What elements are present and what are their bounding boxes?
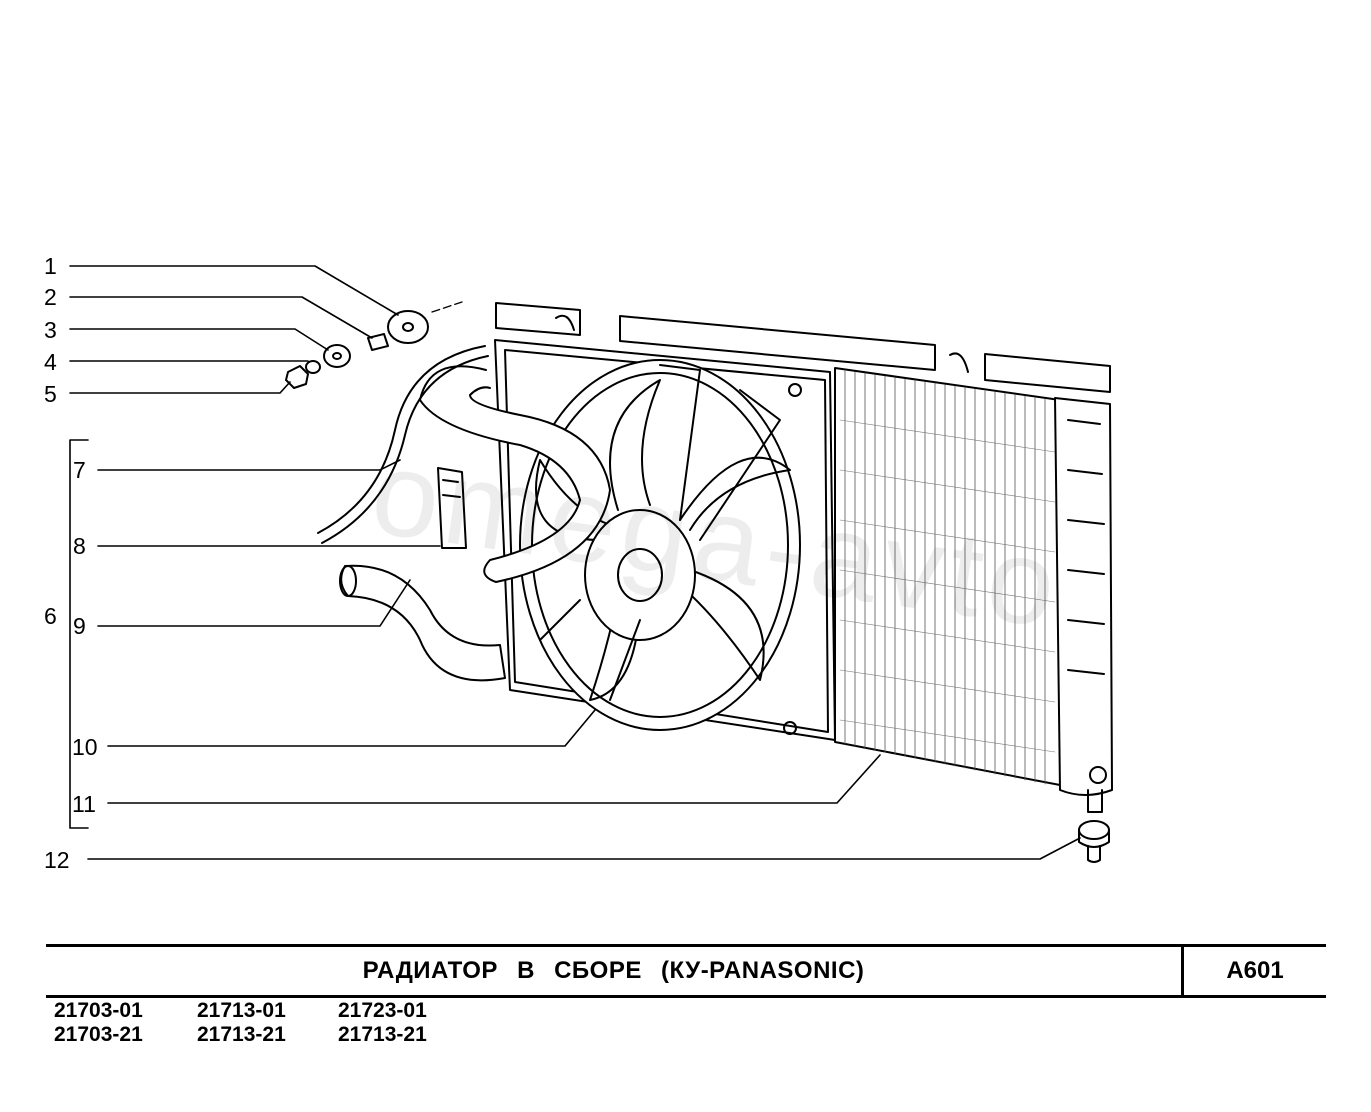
callout-1: 1 bbox=[44, 253, 57, 279]
fastener-set bbox=[285, 301, 463, 389]
bottom-mount-bushing bbox=[1078, 820, 1110, 863]
callout-5: 5 bbox=[44, 381, 57, 407]
model-codes: 21703-01 21713-01 21723-01 21703-21 2171… bbox=[54, 998, 534, 1052]
radiator-core bbox=[834, 367, 1061, 786]
lower-hose bbox=[339, 564, 506, 682]
callout-9: 9 bbox=[73, 613, 86, 639]
breather-tube bbox=[317, 345, 489, 544]
model-code: 21713-21 bbox=[338, 1023, 427, 1046]
callout-labels: 1 2 3 4 5 6 7 8 9 10 11 12 bbox=[44, 253, 98, 873]
title-block: РАДИАТОР В СБОРЕ (КУ-PANASONIC) A601 bbox=[46, 944, 1326, 998]
model-code: 21713-01 bbox=[197, 999, 286, 1022]
radiator-assembly-drawing: 1 2 3 4 5 6 7 8 9 10 11 12 bbox=[44, 253, 1113, 873]
radiator-side-tank bbox=[1054, 397, 1113, 813]
callout-6: 6 bbox=[44, 603, 57, 629]
callout-12: 12 bbox=[44, 847, 70, 873]
callout-10: 10 bbox=[72, 734, 98, 760]
title-divider bbox=[1181, 947, 1184, 995]
callout-8: 8 bbox=[73, 533, 86, 559]
model-code: 21703-21 bbox=[54, 1023, 143, 1046]
callout-2: 2 bbox=[44, 284, 57, 310]
callout-11: 11 bbox=[72, 791, 96, 817]
callout-3: 3 bbox=[44, 317, 57, 343]
top-mounting-brackets bbox=[495, 302, 1111, 393]
leader-lines bbox=[69, 265, 1081, 860]
model-code: 21703-01 bbox=[54, 999, 143, 1022]
upper-hose bbox=[419, 365, 611, 583]
fan-connector bbox=[437, 467, 467, 549]
model-code: 21713-21 bbox=[197, 1023, 286, 1046]
assembly-title: РАДИАТОР В СБОРЕ (КУ-PANASONIC) bbox=[362, 957, 865, 984]
model-code: 21723-01 bbox=[338, 999, 427, 1022]
callout-4: 4 bbox=[44, 349, 57, 375]
callout-7: 7 bbox=[73, 457, 86, 483]
page-code: A601 bbox=[1226, 957, 1284, 984]
